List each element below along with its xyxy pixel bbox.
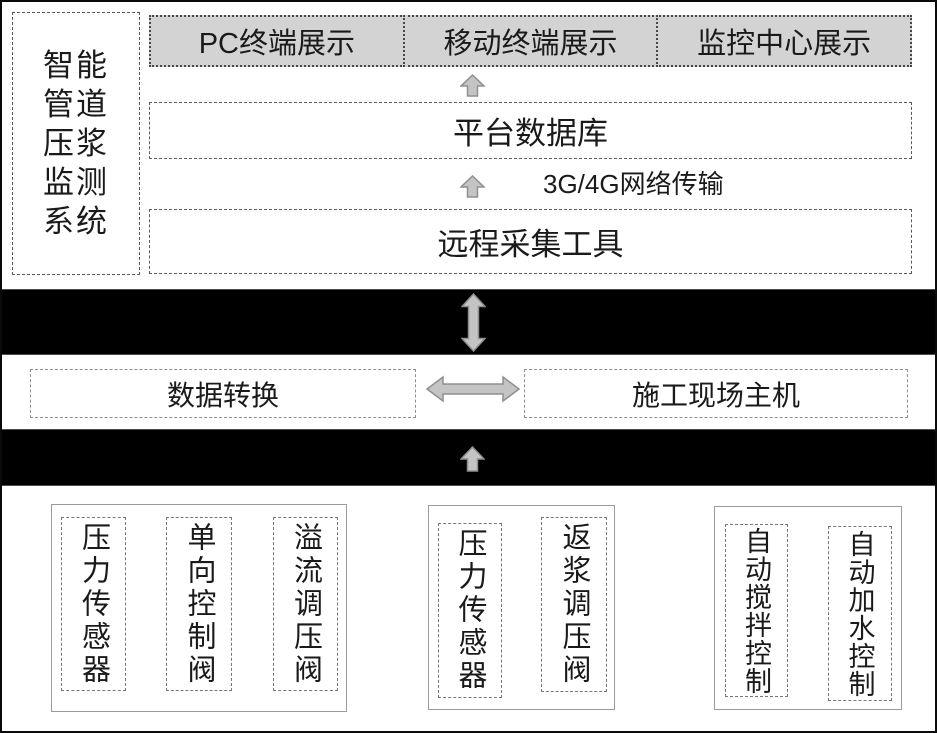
equipment-item-label: 返浆调压阀 [558,522,590,687]
site-host-box: 施工现场主机 [524,369,908,418]
equipment-item-auto-mix-control: 自动搅拌控制 [725,524,788,697]
horizontal-double-arrow-icon [426,375,520,403]
site-host-label: 施工现场主机 [631,379,800,411]
terminal-display-row: PC终端展示 移动终端展示 监控中心展示 [149,15,913,67]
remote-collect-box: 远程采集工具 [149,209,912,274]
up-arrow-icon [460,74,485,97]
remote-collect-label: 远程采集工具 [437,227,624,262]
terminal-cell-monitor-center: 监控中心展示 [656,15,913,67]
equipment-item-overflow-valve: 溢流调压阀 [273,517,338,691]
equipment-item-one-way-valve: 单向控制阀 [166,517,232,691]
up-arrow-icon [460,446,485,472]
system-title-box: 智能管道压浆监测系统 [12,12,140,275]
data-convert-label: 数据转换 [166,379,279,411]
equipment-item-pressure-sensor: 压力传感器 [61,517,126,691]
terminal-cell-pc: PC终端展示 [149,15,405,67]
equipment-item-pressure-sensor: 压力传感器 [438,523,502,698]
system-title: 智能管道压浆监测系统 [43,48,109,239]
equipment-item-label: 自动加水控制 [844,529,875,698]
equipment-item-label: 压力传感器 [77,521,110,687]
data-convert-box: 数据转换 [30,369,416,418]
equipment-item-label: 单向控制阀 [183,521,215,687]
network-transfer-label: 3G/4G网络传输 [543,169,724,199]
equipment-item-auto-water-control: 自动加水控制 [828,526,892,701]
equipment-item-label: 压力传感器 [454,528,486,693]
terminal-cell-monitor-center-label: 监控中心展示 [697,28,872,60]
up-arrow-icon [460,175,485,198]
equipment-group-grouting: 压力传感器 单向控制阀 溢流调压阀 [51,504,347,712]
equipment-group-auto-control: 自动搅拌控制 自动加水控制 [714,506,902,710]
terminal-cell-mobile: 移动终端展示 [402,15,659,67]
terminal-cell-mobile-label: 移动终端展示 [443,28,618,60]
terminal-cell-pc-label: PC终端展示 [198,28,355,60]
equipment-group-return: 压力传感器 返浆调压阀 [428,505,615,710]
equipment-item-label: 溢流调压阀 [289,521,322,687]
platform-database-label: 平台数据库 [453,116,608,151]
equipment-item-return-valve: 返浆调压阀 [541,517,607,692]
equipment-item-label: 自动搅拌控制 [741,526,771,695]
vertical-double-arrow-icon [461,293,486,352]
platform-database-box: 平台数据库 [149,102,912,159]
